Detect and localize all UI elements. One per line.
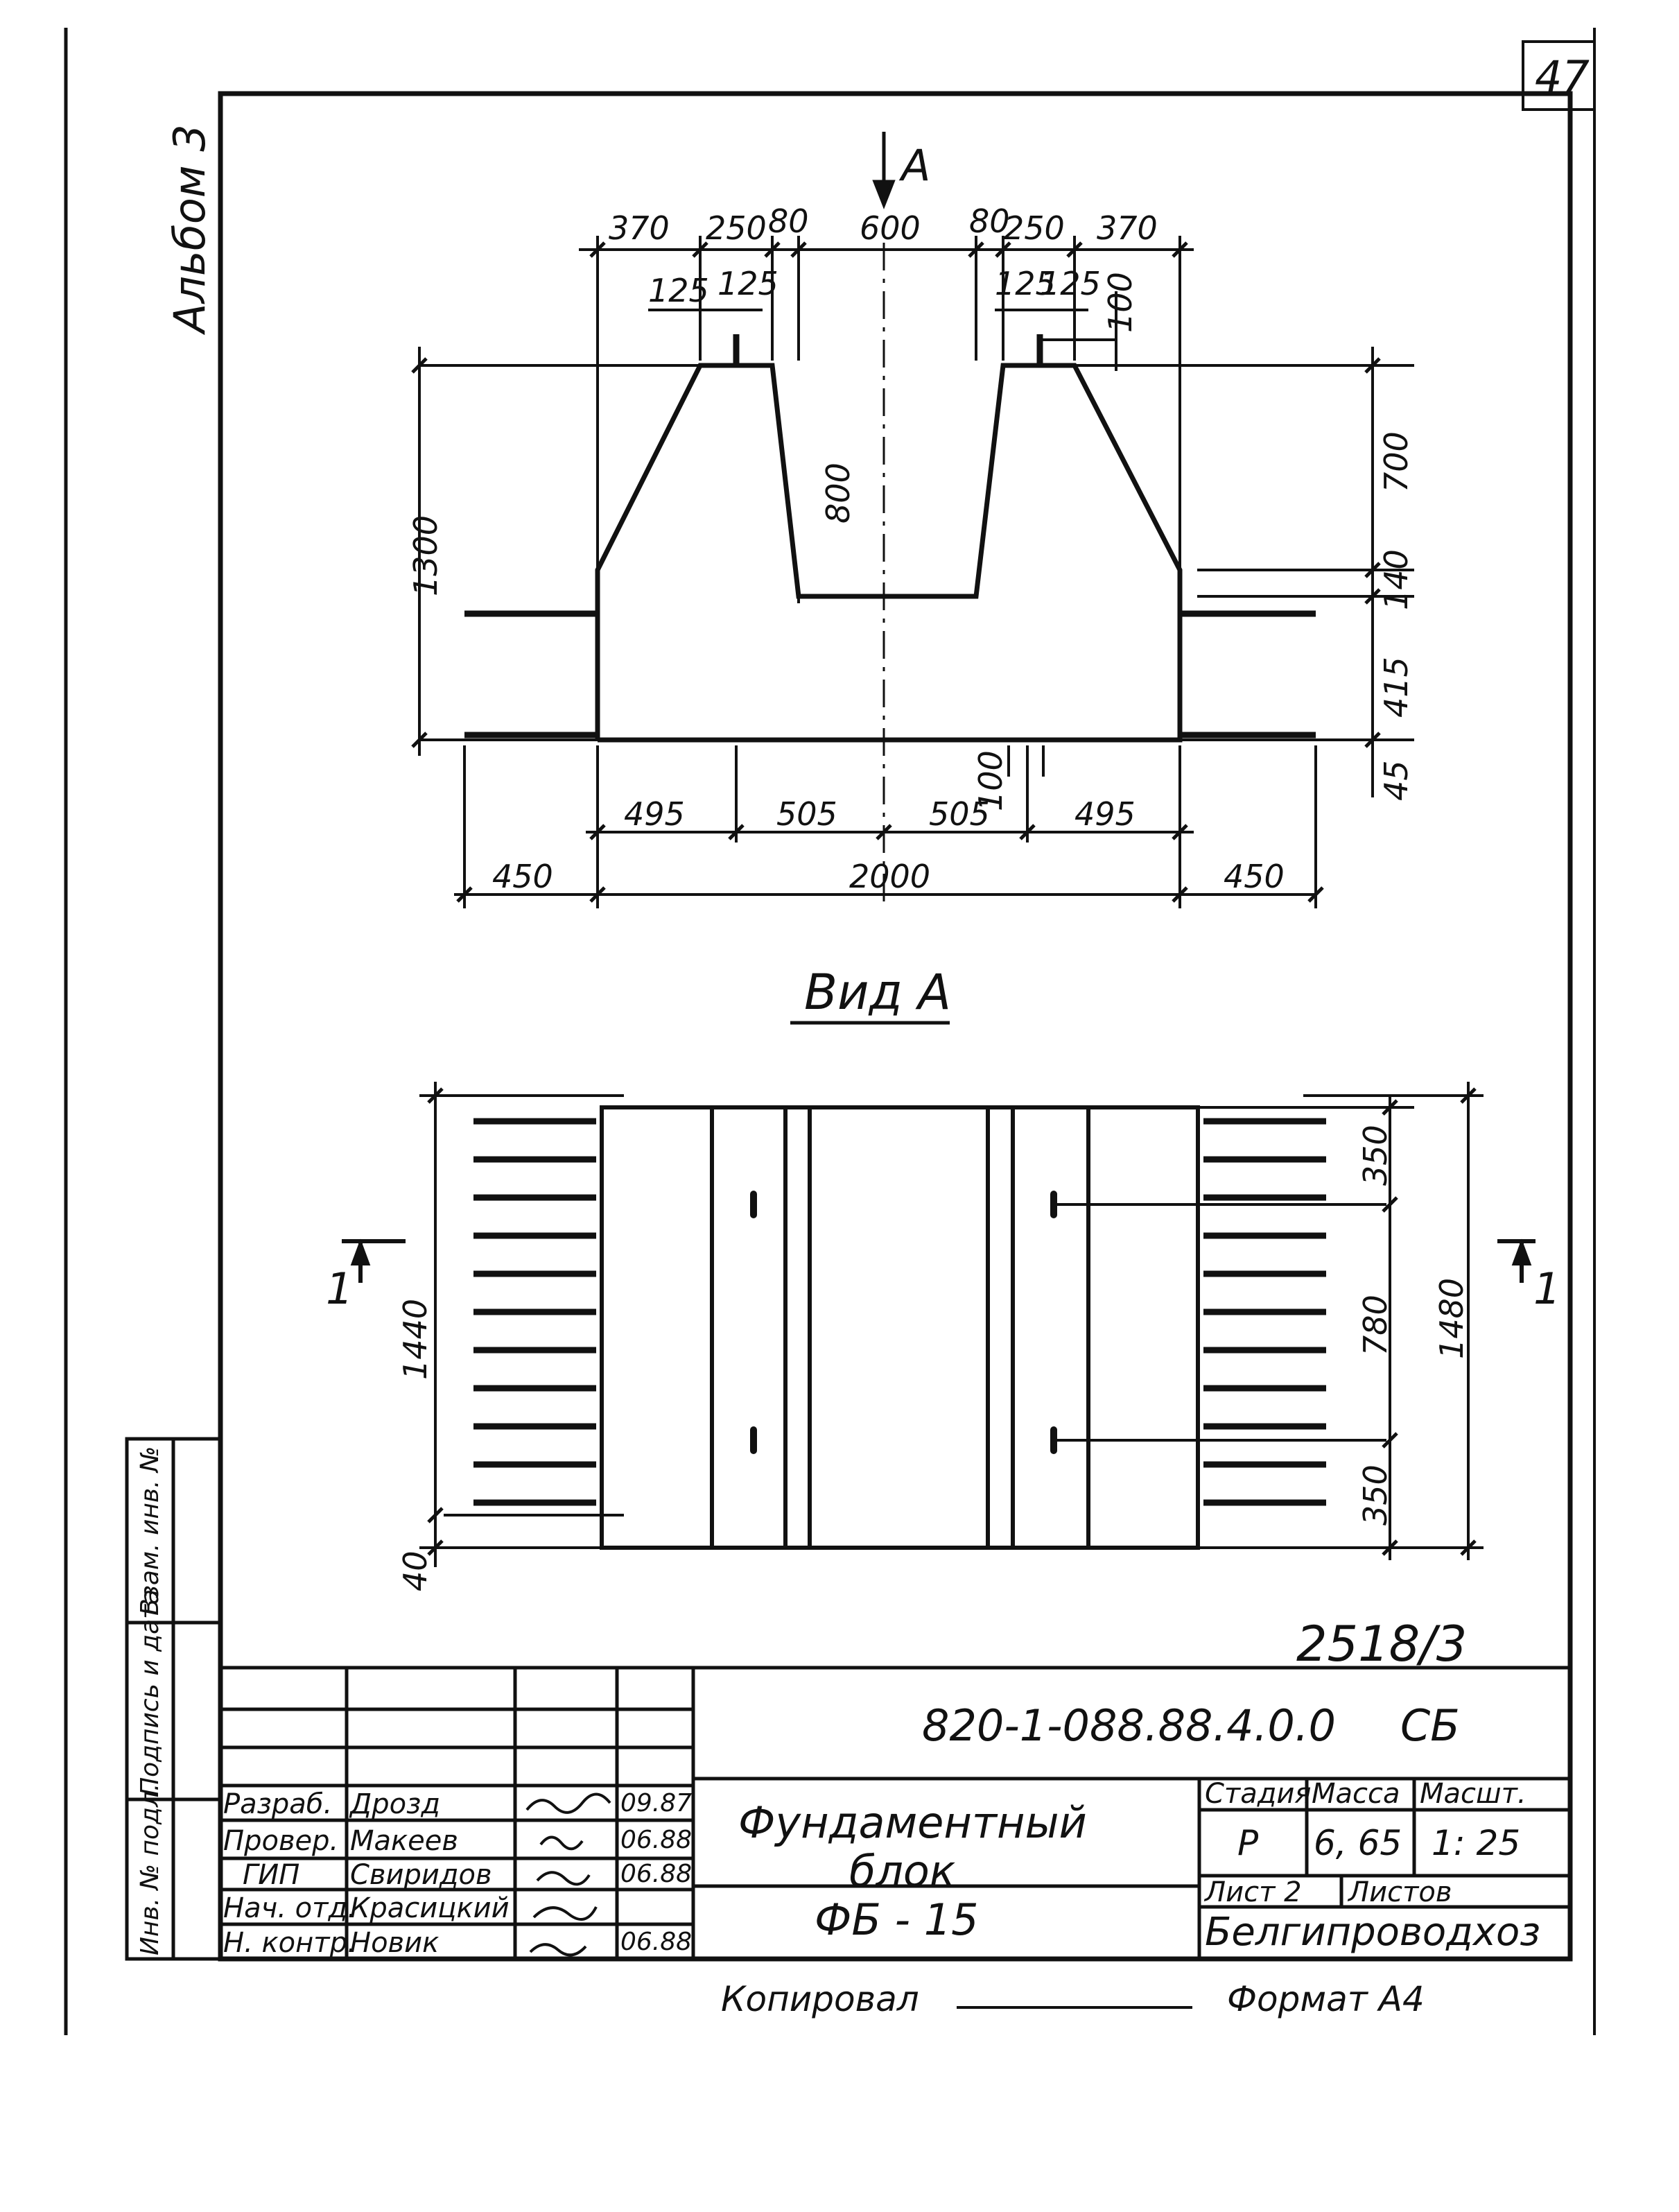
title-line-3: ФБ - 15 [815,1894,979,1945]
signer-role-5: Н. контр. [223,1927,356,1959]
doc-code: 820-1-088.88.4.0.0 [922,1700,1336,1751]
section-arrow-a [872,132,896,209]
dimension-ticks [411,241,1381,903]
title-line-1: Фундаментный [738,1797,1087,1848]
album-label: Альбом 3 [164,124,215,336]
signer-date-5: 06.88 [620,1928,692,1956]
dim-bottom-450-left: 450 [492,858,553,895]
dim-bottom-100: 100 [972,750,1009,811]
dim-right-700: 700 [1377,431,1415,492]
footer-format: Формат А4 [1227,1979,1425,2019]
dim-125-b: 125 [717,265,778,302]
sheets-label: Листов [1347,1876,1452,1908]
plan-loop-leaders [1054,1203,1386,1442]
dim-bottom-495-left: 495 [624,795,685,833]
handwritten-signatures [525,1792,611,1957]
block-section-profile [595,363,1183,743]
signer-date-3: 06.88 [620,1860,692,1888]
dim-height-1300: 1300 [407,515,444,596]
side-stamp-inventory: Инв. № подл. [136,1783,164,1955]
scale-value: 1: 25 [1432,1823,1520,1863]
dim-125-d: 125 [1040,265,1101,302]
stage-header-mass: Масса [1312,1778,1400,1810]
plan-outline [600,1105,1200,1550]
section-mark-right-label: 1 [1533,1263,1560,1314]
signer-name-2: Макеев [350,1825,458,1857]
signer-name-5: Новик [350,1927,439,1959]
section-mark-right [1497,1238,1536,1283]
stage-header-stage: Стадия [1205,1778,1311,1810]
dim-bottom-505-left: 505 [776,795,837,833]
dim-top-250-left: 250 [706,209,767,247]
dim-top-80-right: 80 [969,202,1010,240]
signer-role-3: ГИП [243,1859,299,1891]
signer-date-2: 06.88 [620,1826,692,1854]
dim-bottom-2000: 2000 [849,858,930,895]
doc-suffix: СБ [1400,1700,1460,1751]
dim-top-250-right: 250 [1004,209,1065,247]
plan-dim-350-bottom: 350 [1357,1464,1394,1526]
sheet-label: Лист 2 [1203,1876,1302,1908]
section-arrow-label: А [898,140,930,191]
side-stamp-replace: Взам. инв. № [136,1446,164,1616]
stage-value: Р [1237,1823,1259,1863]
title-line-2: блок [849,1846,956,1896]
organization: Белгипроводхоз [1205,1910,1540,1955]
dimension-lines [418,236,1414,908]
signer-role-4: Нач. отд. [223,1892,356,1924]
dim-bottom-505-right: 505 [929,795,990,833]
plan-loops [750,1191,1057,1454]
sheet-frame [64,28,1596,2035]
dim-right-415: 415 [1377,657,1415,718]
dim-125-c: 125 [995,265,1056,302]
dim-bottom-450-right: 450 [1224,858,1285,895]
side-stamp-signature: Подпись и дата [136,1589,164,1796]
signer-role-2: Провер. [223,1825,338,1857]
dim-125-a: 125 [648,272,709,309]
dim-top-600: 600 [860,209,921,247]
plan-dim-40: 40 [397,1550,434,1591]
footer-copied-by: Копировал [721,1979,919,2019]
signer-date-1: 09.87 [620,1789,692,1817]
dim-100-top: 100 [1102,272,1139,333]
section-mark-left [342,1238,406,1283]
plan-dimension-ticks [427,1087,1477,1556]
mass-value: 6, 65 [1314,1823,1402,1863]
signer-name-1: Дрозд [349,1788,440,1820]
rebar-outlets-left [473,1118,596,1506]
dim-right-140: 140 [1377,549,1415,610]
archive-number: 2518/3 [1296,1616,1467,1673]
dim-bottom-495-right: 495 [1075,795,1136,833]
view-a-title: Вид А [804,964,951,1021]
plan-dim-1480: 1480 [1433,1278,1470,1359]
page-number: 47 [1535,51,1590,102]
section-mark-left-label: 1 [326,1263,353,1314]
plan-dim-1440: 1440 [397,1299,434,1380]
plan-dim-780: 780 [1357,1295,1394,1356]
dim-top-370-left: 370 [609,209,670,247]
dim-top-370-right: 370 [1097,209,1158,247]
signer-name-4: Красицкий [350,1892,510,1924]
plan-dim-350-top: 350 [1357,1125,1394,1186]
dim-top-80-left: 80 [768,202,809,240]
plan-dimension-lines [419,1082,1484,1567]
signer-name-3: Свиридов [350,1859,492,1891]
title-block-grid [218,1666,1572,1961]
signer-role-1: Разраб. [223,1788,332,1820]
rebar-outlets-section [464,334,1316,738]
dim-right-45: 45 [1377,760,1415,801]
rebar-outlets-right [1203,1118,1326,1506]
stage-header-scale: Масшт. [1420,1778,1526,1810]
dim-inner-800: 800 [819,463,857,524]
